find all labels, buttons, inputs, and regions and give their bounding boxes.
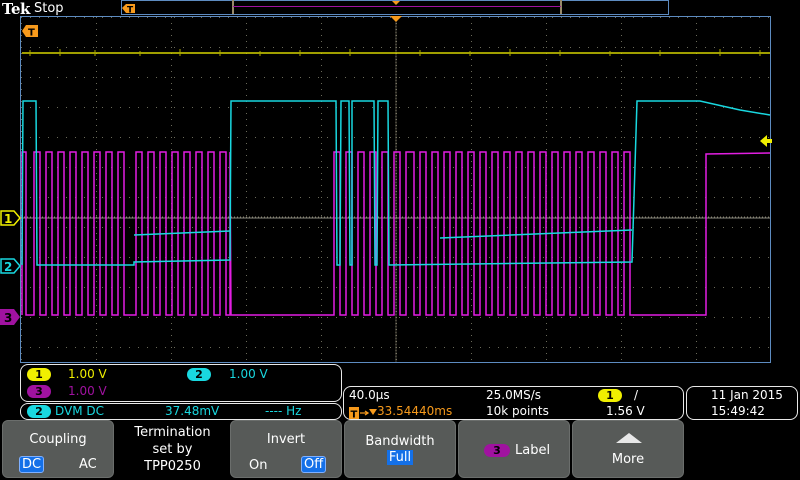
more-button[interactable]: More [572,420,684,478]
termination-info: Termination set by TPP0250 [116,424,229,475]
datetime-panel[interactable]: 11 Jan 2015 15:49:42 [686,386,798,420]
record-ch3-indicator [233,6,561,7]
svg-text:3: 3 [4,311,12,325]
timebase-panel[interactable]: 40.0µs 25.0MS/s 1 / T 33.54440ms 10k poi… [343,386,684,420]
record-view-window[interactable] [232,0,562,14]
brand-logo: Tek [2,0,30,18]
dvm-mode: DVM DC [55,404,105,418]
ch2-scale: 1.00 V [229,367,268,381]
sample-rate: 25.0MS/s [486,388,541,402]
dvm-frequency: ---- Hz [265,404,302,418]
bandwidth-label: Bandwidth [365,434,435,449]
label-channel-badge: 3 [484,444,510,457]
coupling-label: Coupling [29,432,87,447]
ch1-badge: 1 [27,368,51,381]
acquisition-state: Stop [34,1,64,16]
waveform-graticule [21,17,771,362]
date: 11 Jan 2015 [711,388,783,402]
record-position-marker [392,1,400,5]
trigger-slope-icon: / [634,388,639,402]
trigger-source-badge: 1 [598,389,622,402]
record-length: 10k points [486,404,549,418]
dvm-panel[interactable]: 2 DVM DC 37.48mV ---- Hz [20,403,342,420]
coupling-dc-option[interactable]: DC [19,456,45,473]
horizontal-scale: 40.0µs [349,388,390,402]
trigger-delay: 33.54440ms [377,404,453,418]
coupling-button[interactable]: Coupling DC AC [2,420,114,478]
ch3-trace [21,151,771,316]
channel-scale-panel[interactable]: 1 1.00 V 2 1.00 V 3 1.00 V [20,364,342,402]
ch3-badge: 3 [27,385,51,398]
trigger-level: 1.56 V [606,404,645,418]
more-label: More [611,452,645,467]
svg-text:T: T [351,410,358,421]
dvm-value: 37.48mV [165,404,220,418]
svg-text:T: T [127,6,134,16]
invert-button[interactable]: Invert On Off [230,420,342,478]
record-trigger-icon: T [122,4,135,16]
invert-label: Invert [266,432,306,447]
termination-line1: Termination [134,425,211,440]
svg-text:T: T [28,28,35,39]
invert-on-option[interactable]: On [249,458,268,473]
ch1-scale: 1.00 V [68,367,107,381]
dvm-channel-badge: 2 [27,405,51,418]
invert-off-option[interactable]: Off [301,456,327,473]
svg-text:1: 1 [4,212,12,226]
bandwidth-value: Full [386,450,414,465]
time: 15:49:42 [711,404,765,418]
coupling-ac-option[interactable]: AC [79,457,97,472]
record-view-bar[interactable] [121,0,669,15]
label-text: Label [515,443,551,458]
svg-text:2: 2 [4,260,12,274]
ch2-badge: 2 [187,368,211,381]
termination-line3: TPP0250 [144,459,201,474]
ch2-trace [21,100,771,266]
ch3-scale: 1.00 V [68,384,107,398]
label-button[interactable]: 3 Label [458,420,570,478]
termination-line2: set by [152,442,193,457]
bandwidth-button[interactable]: Bandwidth Full [344,420,456,478]
record-markers: T [122,1,400,16]
